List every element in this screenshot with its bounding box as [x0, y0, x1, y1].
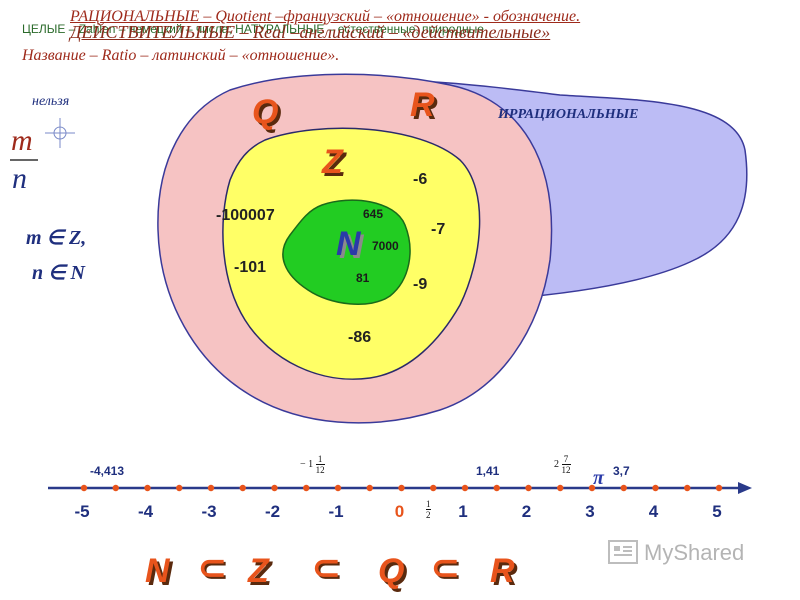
number-minus-100007: -100007	[216, 207, 275, 224]
number-7000: 7000	[372, 239, 399, 253]
fraction-num: 7	[563, 454, 569, 464]
axis-dot	[430, 484, 437, 492]
axis-dot	[207, 484, 215, 492]
tick-label: 5	[712, 502, 722, 521]
value-minus-4-413: -4,413	[90, 464, 125, 478]
header-under-line: ЦЕЛЫЕ – Zahlen – немецкий – числа; НАТУР…	[22, 22, 484, 36]
tick-label: 1	[458, 502, 468, 521]
fraction: 1 12	[315, 454, 325, 475]
chain-subset-1: ⊂	[198, 549, 227, 587]
fraction: 7 12	[561, 454, 571, 475]
pi-symbol: π	[593, 467, 604, 489]
chain-R: R	[490, 552, 515, 590]
axis-arrow-icon	[738, 482, 752, 494]
m-in-Z: m ∈ Z,	[26, 227, 87, 249]
number-minus-7: -7	[431, 221, 446, 238]
fraction-den: 12	[315, 464, 325, 475]
fraction-sign: −	[300, 458, 306, 470]
tick-label: -3	[201, 502, 217, 521]
header-rational-line: РАЦИОНАЛЬНЫЕ – Quotient –французский – «…	[70, 8, 581, 25]
axis-dot	[144, 484, 151, 492]
fraction-num: 1	[317, 454, 323, 464]
chain-Q: Q	[378, 552, 405, 590]
axis-dot	[461, 484, 469, 492]
number-minus-86: -86	[348, 329, 372, 346]
set-N-label: N	[336, 225, 361, 263]
axis-dot	[715, 484, 723, 492]
fraction-whole: 2	[554, 458, 559, 470]
axis-dot	[525, 484, 532, 492]
irrational-label: ИРРАЦИОНАЛЬНЫЕ	[498, 107, 639, 122]
chain-N: N	[145, 552, 170, 590]
crosshair-icon	[45, 118, 75, 148]
tick-label: -1	[328, 502, 344, 521]
n-in-N: n ∈ N	[32, 262, 85, 284]
tick-label: 2	[521, 502, 532, 521]
set-Z-label: Z	[322, 143, 343, 181]
axis-dot	[271, 484, 278, 492]
number-minus-9: -9	[413, 276, 428, 293]
axis-dot	[684, 484, 691, 492]
value-minus-1-1-12: − 1 1 12	[300, 454, 325, 475]
tick-label: -5	[74, 502, 90, 521]
set-R-label: R	[410, 86, 435, 124]
axis-dot	[398, 484, 405, 492]
axis-dot	[557, 484, 564, 492]
value-one-half: 1 2	[426, 499, 431, 520]
axis-dot	[239, 484, 246, 492]
watermark: MyShared	[606, 538, 744, 568]
value-2-7-12: 2 7 12	[554, 454, 571, 475]
number-minus-6: -6	[413, 171, 428, 188]
axis-dot	[652, 484, 659, 492]
header-ratio-line: Название – Ratio – латинский – «отношени…	[22, 47, 340, 64]
chain-subset-2: ⊂	[312, 549, 341, 587]
value-3-7: 3,7	[613, 464, 630, 478]
fraction-whole: 1	[308, 458, 314, 470]
chain-subset-3: ⊂	[431, 549, 460, 587]
number-645: 645	[363, 207, 384, 221]
axis-dot	[303, 484, 310, 492]
number-minus-101: -101	[234, 259, 267, 276]
header-real-line: ДЕЙСТВИТЕЛЬНЫЕ – Real –английский – «дей…	[70, 22, 551, 42]
tick-label: -2	[264, 502, 281, 521]
nelzya-label: нельзя	[32, 94, 70, 109]
axis-dot	[334, 484, 342, 492]
fraction-den: 2	[426, 509, 431, 520]
watermark-text: MyShared	[644, 540, 745, 565]
axis-dot	[112, 484, 119, 492]
tick-label: 4	[648, 502, 659, 521]
fraction-numerator: m	[11, 124, 33, 157]
set-Q-label: Q	[252, 93, 279, 131]
axis-dot	[366, 484, 373, 492]
axis-dot	[620, 484, 627, 492]
fraction-num: 1	[426, 499, 431, 509]
fraction-den: 12	[561, 464, 571, 475]
tick-label: -4	[137, 502, 154, 521]
chain-Z: Z	[248, 552, 269, 590]
axis-dot	[80, 484, 88, 492]
value-1-41: 1,41	[476, 464, 500, 478]
natural-region	[282, 199, 411, 306]
tick-label: 0	[394, 502, 405, 521]
tick-label: 3	[585, 502, 595, 521]
watermark-logo-icon	[608, 540, 638, 564]
number-81: 81	[356, 271, 370, 285]
fraction-denominator: n	[12, 162, 27, 195]
axis-dot	[588, 484, 596, 492]
axis-dot	[493, 484, 500, 492]
axis-dot	[176, 484, 183, 492]
